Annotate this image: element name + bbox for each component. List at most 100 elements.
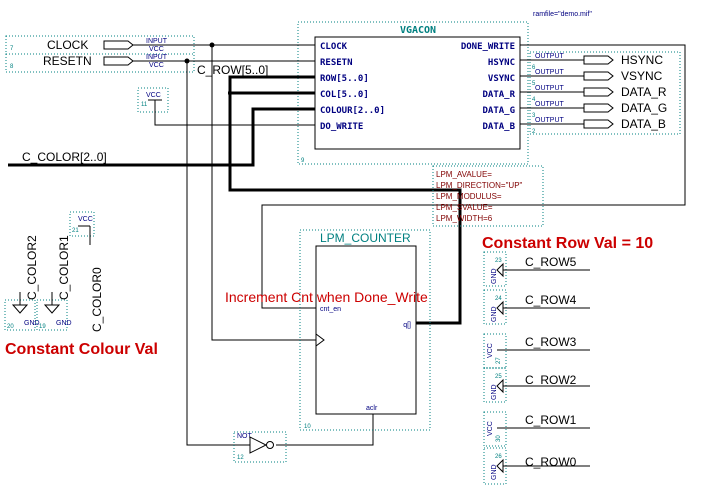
svg-text:OUTPUT: OUTPUT xyxy=(535,101,565,108)
input-pin-clock[interactable]: 7 CLOCK INPUT VCC xyxy=(5,35,195,55)
svg-text:GND: GND xyxy=(491,306,498,322)
port-data-r: DATA_R xyxy=(482,90,515,100)
not-inst: 12 xyxy=(237,455,244,461)
annotation-row-val: Constant Row Val = 10 xyxy=(482,235,653,252)
svg-text:GND: GND xyxy=(56,320,72,327)
svg-text:27: 27 xyxy=(496,357,502,364)
annotation-colour-val: Constant Colour Val xyxy=(5,341,158,358)
row-const-4[interactable]: 24 GND C_ROW4 xyxy=(483,289,590,325)
svg-text:11: 11 xyxy=(141,102,148,108)
svg-text:23: 23 xyxy=(495,258,502,264)
port-q: q[] xyxy=(403,322,411,329)
vgacon-title: VGACON xyxy=(400,25,436,36)
not-gate[interactable]: NOT 12 xyxy=(233,431,287,463)
port-aclr: aclr xyxy=(366,405,378,412)
svg-text:INPUT: INPUT xyxy=(146,38,168,45)
buses xyxy=(8,75,462,325)
output-vsync-label: VSYNC xyxy=(621,69,663,83)
svg-text:VCC: VCC xyxy=(149,46,164,53)
output-data-r-label: DATA_R xyxy=(621,85,667,99)
lpm-params: LPM_AVALUE= LPM_DIRECTION="UP" LPM_MODUL… xyxy=(432,165,544,227)
svg-text:5: 5 xyxy=(532,81,536,87)
svg-text:8: 8 xyxy=(10,64,14,70)
vgacon-block[interactable]: VGACON ramfile="demo.mif" 9 CLOCK RESETN… xyxy=(297,11,592,165)
svg-text:26: 26 xyxy=(495,454,502,460)
input-pin-resetn[interactable]: 8 RESETN INPUT VCC xyxy=(5,53,195,73)
ramfile-param: ramfile="demo.mif" xyxy=(533,11,592,18)
svg-text:VCC: VCC xyxy=(487,343,494,358)
port-do-write: DO_WRITE xyxy=(320,122,363,132)
not-label: NOT xyxy=(237,433,253,440)
row-const-3-label: C_ROW3 xyxy=(525,335,577,349)
svg-text:20: 20 xyxy=(7,324,14,330)
port-vsync: VSYNC xyxy=(488,74,515,84)
svg-text:VCC: VCC xyxy=(487,421,494,436)
input-resetn-label: RESETN xyxy=(43,54,92,68)
port-data-g: DATA_G xyxy=(482,106,515,116)
vgacon-inst: 9 xyxy=(301,158,305,164)
output-hsync-label: HSYNC xyxy=(621,53,663,67)
svg-text:LPM_SVALUE=: LPM_SVALUE= xyxy=(436,203,493,212)
svg-text:19: 19 xyxy=(39,324,46,330)
output-pins[interactable]: OUTPUT OUTPUT OUTPUT OUTPUT OUTPUT 6 5 4… xyxy=(529,51,681,135)
svg-text:OUTPUT: OUTPUT xyxy=(535,117,565,124)
row-const-0-label: C_ROW0 xyxy=(525,455,577,469)
svg-text:6: 6 xyxy=(532,65,536,71)
color-const-2[interactable]: GND 20 C_COLOR2 xyxy=(4,235,40,331)
svg-text:21: 21 xyxy=(72,228,79,234)
svg-text:24: 24 xyxy=(495,296,502,302)
color-const-1-label: C_COLOR1 xyxy=(57,235,71,300)
output-data-g-label: DATA_G xyxy=(621,101,667,115)
svg-text:GND: GND xyxy=(491,268,498,284)
svg-text:4: 4 xyxy=(532,97,536,103)
row-const-1-label: C_ROW1 xyxy=(525,413,577,427)
svg-text:OUTPUT: OUTPUT xyxy=(535,85,565,92)
svg-text:2: 2 xyxy=(532,129,536,135)
row-const-3[interactable]: VCC 27 C_ROW3 xyxy=(483,333,590,369)
row-const-5[interactable]: 23 GND C_ROW5 xyxy=(483,251,590,287)
row-const-2-label: C_ROW2 xyxy=(525,373,577,387)
port-done-write: DONE_WRITE xyxy=(461,42,515,52)
port-resetn: RESETN xyxy=(320,58,353,68)
svg-text:VCC: VCC xyxy=(146,92,161,99)
color-const-1[interactable]: GND 19 C_COLOR1 xyxy=(36,235,72,331)
input-clock-label: CLOCK xyxy=(47,38,88,52)
port-cnt-en: cnt_en xyxy=(320,306,341,313)
svg-text:LPM_AVALUE=: LPM_AVALUE= xyxy=(436,170,492,179)
port-data-b: DATA_B xyxy=(482,122,515,132)
svg-text:LPM_WIDTH=6: LPM_WIDTH=6 xyxy=(436,214,493,223)
port-col: COL[5..0] xyxy=(320,90,369,100)
svg-text:INPUT: INPUT xyxy=(146,54,168,61)
svg-text:VCC: VCC xyxy=(149,62,164,69)
svg-text:30: 30 xyxy=(496,435,502,442)
row-const-4-label: C_ROW4 xyxy=(525,293,577,307)
svg-text:OUTPUT: OUTPUT xyxy=(535,53,565,60)
svg-text:GND: GND xyxy=(491,384,498,400)
svg-text:OUTPUT: OUTPUT xyxy=(535,69,565,76)
bus-label-color: C_COLOR[2..0] xyxy=(22,150,107,164)
row-const-2[interactable]: 25 GND C_ROW2 xyxy=(483,367,590,403)
lpm-counter-block[interactable]: LPM_COUNTER 10 cnt_en q[] aclr xyxy=(299,229,431,431)
port-row: ROW[5..0] xyxy=(320,74,369,84)
svg-text:7: 7 xyxy=(10,46,14,52)
wires xyxy=(133,42,686,446)
row-const-1[interactable]: VCC 30 C_ROW1 xyxy=(483,411,590,447)
svg-text:LPM_DIRECTION="UP": LPM_DIRECTION="UP" xyxy=(436,181,523,190)
output-data-b-label: DATA_B xyxy=(621,117,666,131)
svg-text:GND: GND xyxy=(24,320,40,327)
port-hsync: HSYNC xyxy=(488,58,515,68)
row-const-0[interactable]: 26 GND C_ROW0 xyxy=(483,447,590,485)
svg-text:VCC: VCC xyxy=(78,216,93,223)
annotation-increment: Increment Cnt when Done_Write xyxy=(225,289,428,305)
port-colour: COLOUR[2..0] xyxy=(320,106,385,116)
row-const-5-label: C_ROW5 xyxy=(525,255,577,269)
lpm-counter-inst: 10 xyxy=(304,424,311,430)
color-const-0[interactable]: VCC 21 C_COLOR0 xyxy=(69,211,104,332)
vcc-do-write[interactable]: VCC 11 xyxy=(137,87,169,113)
color-const-0-label: C_COLOR0 xyxy=(90,267,104,332)
svg-text:3: 3 xyxy=(532,113,536,119)
svg-text:25: 25 xyxy=(495,374,502,380)
port-clock: CLOCK xyxy=(320,42,348,52)
